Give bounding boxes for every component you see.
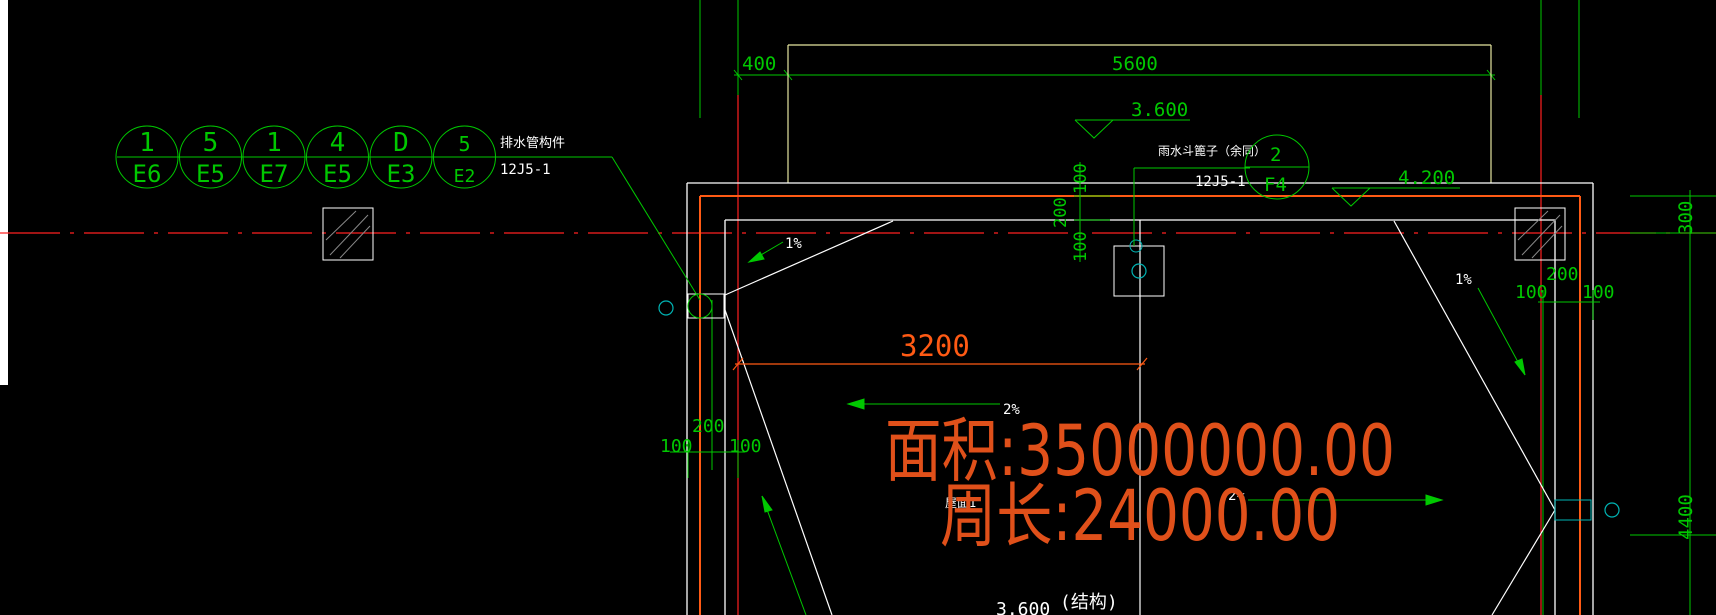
index-bubble-bottom: E2 <box>454 166 476 187</box>
index-bubble-bottom: E3 <box>387 160 416 188</box>
dim-wall-200-right: 200 <box>1546 264 1579 285</box>
index-bubble-top: 5 <box>203 128 219 158</box>
right-dimension-chain <box>1630 190 1716 615</box>
slope-top-left: 1% <box>785 236 802 252</box>
dim-gutter-200: 200 <box>1051 197 1071 228</box>
slope-arrow-lower-left <box>761 495 807 615</box>
parapet-line <box>699 195 1581 615</box>
index-bubble-top: 1 <box>139 128 155 158</box>
index-bubble-top: D <box>393 128 409 158</box>
slope-arrow-top-left <box>747 241 784 263</box>
rain-hopper <box>1113 167 1250 297</box>
dim-wall-100-left-a: 100 <box>660 436 693 457</box>
column-hatch-right <box>1514 207 1566 261</box>
roof-face-label: 屋面1 <box>945 496 976 510</box>
rain-hopper-ref: 12J5-1 <box>1195 174 1246 190</box>
right-drain-outlet <box>1554 499 1620 521</box>
right-wall-dim-lines <box>1538 290 1600 320</box>
dim-4400: 4400 <box>1675 494 1697 540</box>
perimeter-readout: 周长:24000.00 <box>940 475 1340 557</box>
gutter-dim-lines <box>1074 162 1110 262</box>
index-bubble-bottom: E5 <box>323 160 352 188</box>
dim-wall-200-left: 200 <box>692 416 725 437</box>
drain-fitting-leader <box>117 156 701 301</box>
side-ruler <box>0 0 8 385</box>
column-hatch-left <box>322 207 374 261</box>
slope-arrow-main-left <box>846 398 1000 410</box>
elevation-structure-note: (结构) <box>1060 592 1118 613</box>
dim-5600: 5600 <box>1112 53 1158 75</box>
span-dim-line <box>732 357 1148 371</box>
left-wall-dim-lines <box>670 440 745 478</box>
slope-main-left: 2% <box>1003 402 1020 418</box>
hopper-index-bubble <box>1244 134 1310 200</box>
inner-wall-lines <box>711 290 1544 615</box>
upper-outline <box>787 44 1492 183</box>
rain-hopper-label: 雨水斗篦子（余同） <box>1158 143 1266 158</box>
index-bubble-top: 1 <box>266 128 282 158</box>
index-bubble-top: 5 <box>458 132 470 156</box>
roof-ridge-lines <box>724 220 1556 615</box>
dim-wall-100-right-b: 100 <box>1582 282 1615 303</box>
elevation-marker-parapet <box>1074 119 1190 139</box>
dim-wall-100-right-a: 100 <box>1515 282 1548 303</box>
slope-right: 1% <box>1455 272 1472 288</box>
left-drain-outlet <box>658 293 725 319</box>
slope-arrow-right <box>1477 287 1526 376</box>
dim-gutter-100-a: 100 <box>1071 163 1091 194</box>
hopper-bubble-top: 2 <box>1270 144 1281 166</box>
drain-fitting-ref: 12J5-1 <box>500 162 551 178</box>
area-readout: 面积:35000000.00 <box>885 410 1395 492</box>
dim-gutter-100-b: 100 <box>1071 231 1091 262</box>
dim-300: 300 <box>1675 201 1697 235</box>
index-bubble-bottom: E7 <box>260 160 289 188</box>
elevation-parapet: 3.600 <box>1131 99 1188 121</box>
index-bubble-bottom: E6 <box>133 160 162 188</box>
slope-arrow-main-right <box>1248 494 1444 506</box>
elevation-structure: 3.600 <box>996 599 1050 615</box>
index-bubble-bottom: E5 <box>196 160 225 188</box>
elevation-marker-roof <box>1331 187 1460 207</box>
drain-fitting-label: 排水管构件 <box>500 136 565 151</box>
dim-wall-100-left-b: 100 <box>729 436 762 457</box>
dim-400: 400 <box>742 53 776 75</box>
extension-lines <box>699 0 1580 118</box>
dim-3200: 3200 <box>900 329 970 363</box>
hopper-bubble-bottom: F4 <box>1264 174 1287 196</box>
elevation-roof: 4.200 <box>1398 167 1455 189</box>
slope-main-right: 2% <box>1228 488 1245 504</box>
index-bubble-top: 4 <box>330 128 346 158</box>
